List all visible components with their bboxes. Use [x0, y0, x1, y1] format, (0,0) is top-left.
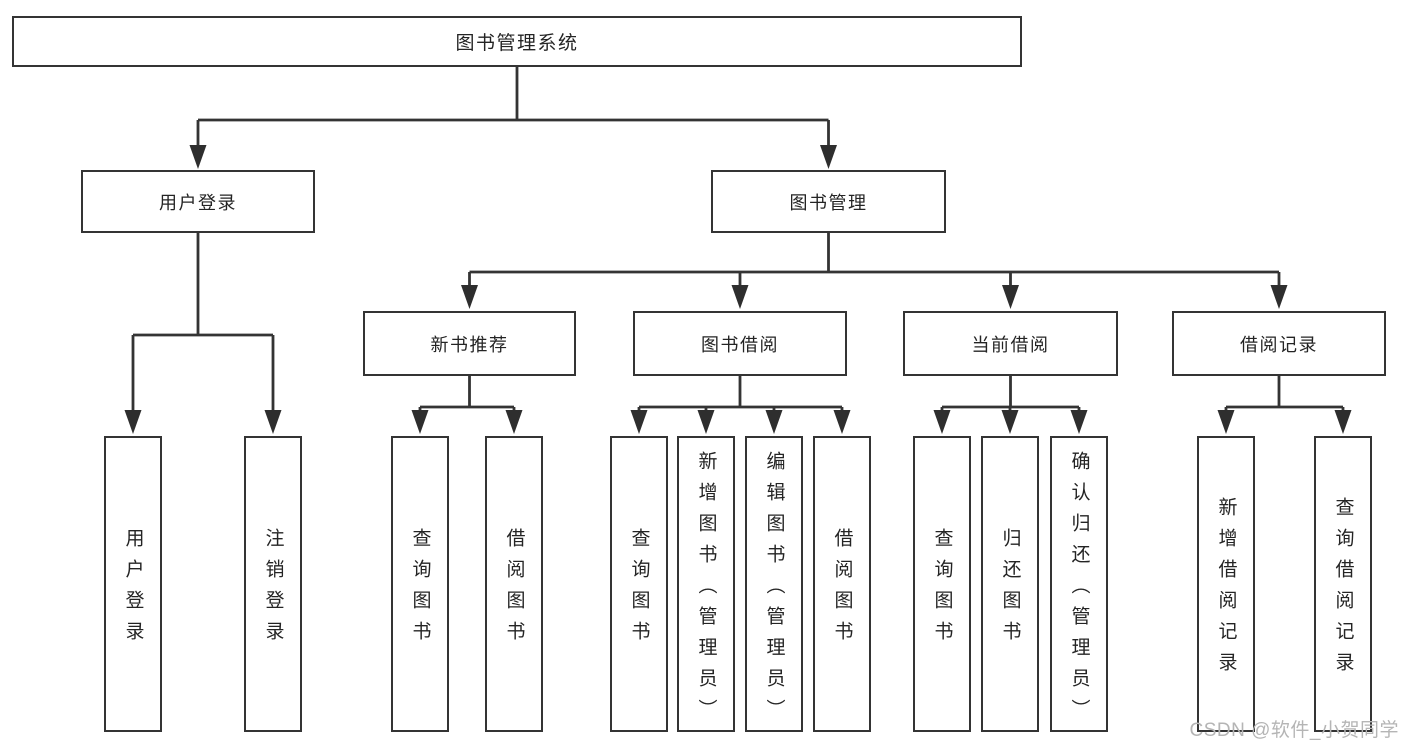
arrow-down-icon	[1001, 410, 1019, 434]
node-label: 编辑图书（管理员）	[763, 450, 785, 730]
node-label: 查询图书	[628, 528, 650, 652]
arrow-down-icon	[765, 410, 783, 434]
arrow-down-icon	[1217, 410, 1235, 434]
arrow-down-icon	[189, 145, 207, 169]
connector-book-management-to-level2	[468, 233, 1281, 288]
leaf-return-books: 归还图书	[981, 436, 1039, 732]
arrow-down-icon	[264, 410, 282, 434]
leaf-query-borrow-record: 查询借阅记录	[1314, 436, 1372, 732]
leaf-query-books-borrowing: 查询图书	[610, 436, 668, 732]
node-label: 用户登录	[122, 528, 144, 652]
leaf-borrow-books-borrowing: 借阅图书	[813, 436, 871, 732]
leaf-add-book-admin: 新增图书（管理员）	[677, 436, 735, 732]
arrow-down-icon	[820, 145, 837, 169]
arrow-down-icon	[630, 410, 648, 434]
arrow-down-icon	[505, 410, 523, 434]
arrow-down-icon	[411, 410, 429, 434]
arrow-down-icon	[461, 285, 478, 309]
leaf-edit-book-admin: 编辑图书（管理员）	[745, 436, 803, 732]
node-book-borrowing: 图书借阅	[633, 311, 847, 376]
arrow-down-icon	[124, 410, 142, 434]
node-label: 借阅图书	[831, 528, 853, 652]
node-current-borrowing: 当前借阅	[903, 311, 1118, 376]
csdn-watermark: CSDN @软件_小贺同学	[1189, 720, 1399, 741]
arrow-down-icon	[1002, 285, 1019, 309]
node-new-book-recommendation: 新书推荐	[363, 311, 576, 376]
node-label: 图书管理	[789, 192, 868, 213]
leaf-logout: 注销登录	[244, 436, 302, 732]
connector-root-to-level1	[196, 67, 830, 148]
node-borrowing-records: 借阅记录	[1172, 311, 1386, 376]
node-label: 新增借阅记录	[1215, 497, 1237, 683]
node-label: 查询图书	[409, 528, 431, 652]
node-label: 注销登录	[262, 528, 284, 652]
arrow-down-icon	[933, 410, 951, 434]
node-label: 新增图书（管理员）	[695, 450, 717, 730]
node-label: 借阅记录	[1240, 334, 1318, 355]
node-label: 图书借阅	[701, 334, 779, 355]
arrow-down-icon	[1070, 410, 1088, 434]
node-label: 查询借阅记录	[1332, 497, 1354, 683]
leaf-add-borrow-record: 新增借阅记录	[1197, 436, 1255, 732]
leaf-borrow-books-recommend: 借阅图书	[485, 436, 543, 732]
arrow-down-icon	[1270, 285, 1288, 309]
node-label: 当前借阅	[971, 334, 1050, 355]
arrow-down-icon	[697, 410, 715, 434]
node-label: 借阅图书	[503, 528, 525, 652]
node-label: 用户登录	[159, 192, 237, 213]
node-library-management-system: 图书管理系统	[12, 16, 1022, 67]
connector-borrowing-records-to-leaves	[1224, 376, 1345, 413]
leaf-query-books-recommend: 查询图书	[391, 436, 449, 732]
node-book-management: 图书管理	[711, 170, 946, 233]
connector-new-book-recommendation-to-leaves	[418, 376, 516, 413]
leaf-confirm-return-admin: 确认归还（管理员）	[1050, 436, 1108, 732]
node-label: 新书推荐	[430, 334, 509, 355]
leaf-query-books-current: 查询图书	[913, 436, 971, 732]
arrowhead-icons	[124, 145, 1352, 434]
connector-user-login-to-leaves	[131, 233, 275, 413]
arrow-down-icon	[731, 285, 749, 309]
node-label: 查询图书	[931, 528, 953, 652]
leaf-user-login: 用户登录	[104, 436, 162, 732]
node-label: 图书管理系统	[455, 33, 579, 54]
node-label: 确认归还（管理员）	[1068, 450, 1090, 730]
connector-book-borrowing-to-leaves	[637, 376, 844, 413]
connector-current-borrowing-to-leaves	[940, 376, 1081, 413]
arrow-down-icon	[833, 410, 851, 434]
arrow-down-icon	[1334, 410, 1352, 434]
node-label: 归还图书	[999, 528, 1021, 652]
node-user-login: 用户登录	[81, 170, 315, 233]
